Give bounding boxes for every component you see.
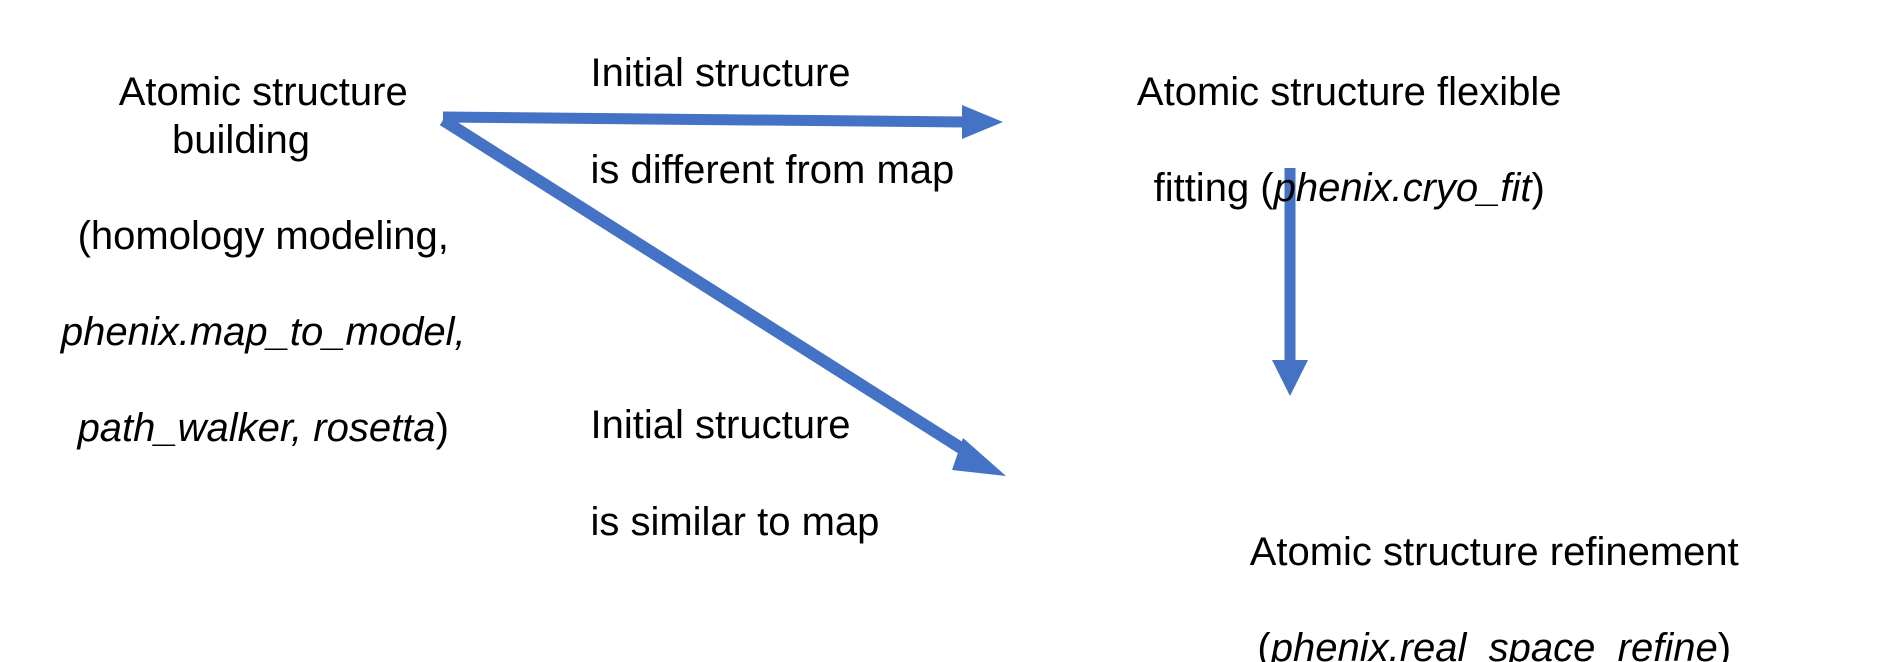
edge-label-initial-structure-different: Initial structure is different from map [546, 0, 966, 244]
node-building-line2: (homology modeling, [77, 214, 449, 258]
edge-label-different-line2: is different from map [590, 148, 955, 193]
node-building-line4-tail: ) [435, 406, 449, 450]
node-flexible-fitting-line1: Atomic structure flexible [1136, 70, 1562, 114]
node-atomic-structure-flexible-fitting[interactable]: Atomic structure flexible fitting (pheni… [1082, 20, 1572, 260]
node-atomic-structure-refinement[interactable]: Atomic structure refinement (phenix.real… [1060, 480, 1884, 662]
edge-label-similar-line1: Initial structure [590, 402, 851, 447]
node-building-line3-italic: phenix.map_to_model, [60, 310, 466, 354]
edge-label-different-line1: Initial structure [590, 50, 851, 95]
edge-label-initial-structure-similar: Initial structure is similar to map [546, 352, 966, 596]
node-refinement-line2-italic: phenix.real_space_refine [1270, 626, 1718, 662]
node-flexible-fitting-line2-tail: ) [1531, 166, 1545, 210]
node-building-line1: Atomic structure building [118, 70, 419, 162]
node-flexible-fitting-line2-italic: phenix.cryo_fit [1273, 166, 1532, 210]
edge-label-similar-line2: is similar to map [590, 500, 880, 545]
node-building-line4-italic: path_walker, rosetta [77, 406, 436, 450]
node-refinement-line2-tail: ) [1717, 626, 1732, 662]
node-atomic-structure-building[interactable]: Atomic structure building (homology mode… [6, 20, 476, 500]
node-flexible-fitting-line2-prefix: fitting ( [1153, 166, 1274, 210]
node-refinement-line1: Atomic structure refinement [1249, 530, 1739, 574]
node-refinement-line2-prefix: ( [1257, 626, 1271, 662]
